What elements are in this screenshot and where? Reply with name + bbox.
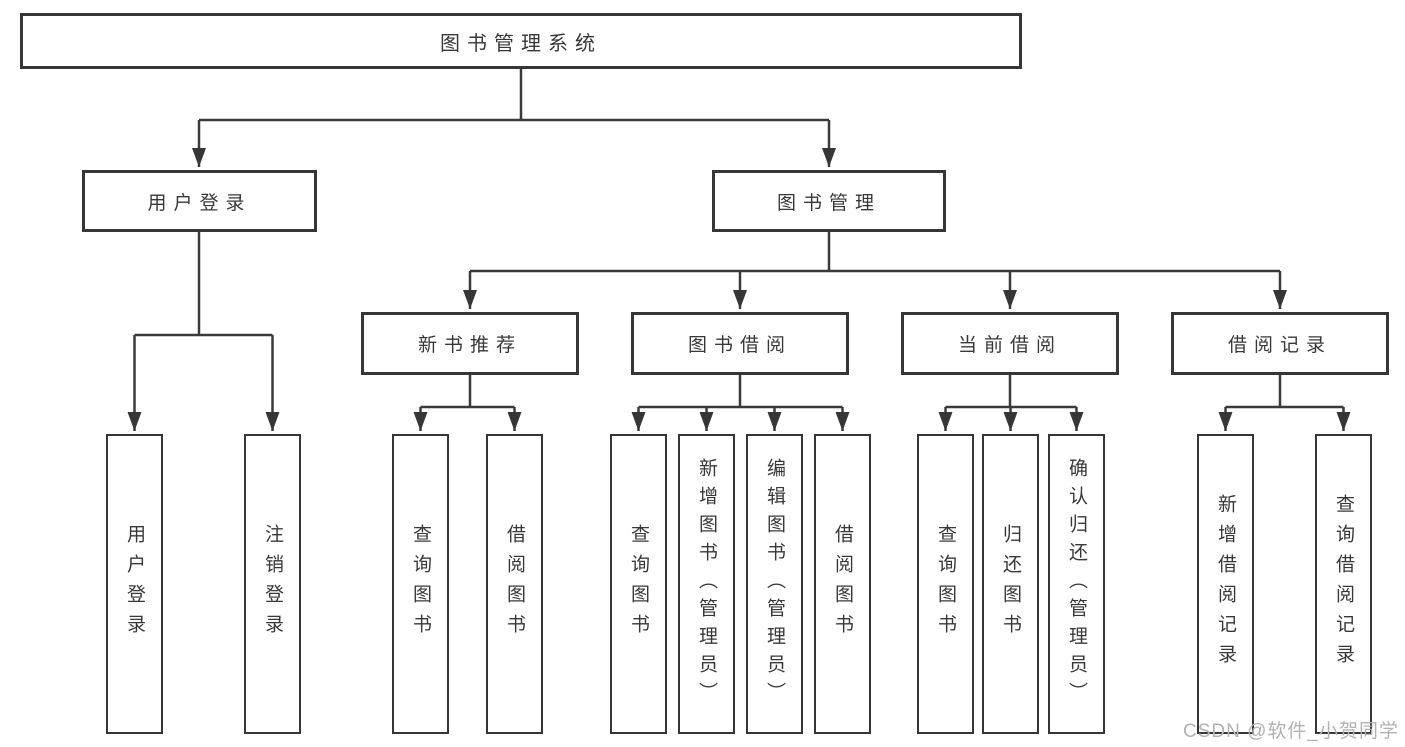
node-current-borrow: 当前借阅 <box>901 312 1119 375</box>
node-borrow-records: 借阅记录 <box>1171 312 1389 375</box>
node-newbooks-query-books: 查询图书 <box>392 434 449 734</box>
node-borrow-add-books-admin: 新增图书（管理员） <box>678 434 735 734</box>
node-current-query-books: 查询图书 <box>917 434 974 734</box>
node-system-root: 图书管理系统 <box>20 13 1022 69</box>
node-label: 查询图书 <box>935 524 956 644</box>
node-book-management: 图书管理 <box>712 170 946 232</box>
node-label: 借阅图书 <box>832 524 853 644</box>
node-newbooks-borrow-books: 借阅图书 <box>486 434 543 734</box>
node-records-add-record: 新增借阅记录 <box>1197 434 1254 734</box>
csdn-watermark: CSDN @软件_小贺同学 <box>1183 721 1399 742</box>
node-label: 借阅图书 <box>504 524 525 644</box>
node-records-query-record: 查询借阅记录 <box>1315 434 1372 734</box>
node-new-book-recommend: 新书推荐 <box>361 312 579 375</box>
node-label: 归还图书 <box>1000 524 1021 644</box>
node-label: 编辑图书（管理员） <box>764 458 785 710</box>
node-label: 注销登录 <box>262 524 283 644</box>
node-label: 新增借阅记录 <box>1215 494 1236 674</box>
node-borrow-query-books: 查询图书 <box>610 434 667 734</box>
node-logout-action: 注销登录 <box>244 434 301 734</box>
node-label: 查询图书 <box>628 524 649 644</box>
node-label: 确认归还（管理员） <box>1066 458 1087 710</box>
node-user-login-action: 用户登录 <box>106 434 163 734</box>
node-book-borrow: 图书借阅 <box>631 312 849 375</box>
node-label: 用户登录 <box>124 524 145 644</box>
node-user-login: 用户登录 <box>82 170 317 232</box>
node-label: 查询借阅记录 <box>1333 494 1354 674</box>
node-current-return-books: 归还图书 <box>982 434 1039 734</box>
node-borrow-borrow-books: 借阅图书 <box>814 434 871 734</box>
node-borrow-edit-books-admin: 编辑图书（管理员） <box>746 434 803 734</box>
node-current-confirm-return-admin: 确认归还（管理员） <box>1048 434 1105 734</box>
node-label: 新增图书（管理员） <box>696 458 717 710</box>
node-label: 查询图书 <box>410 524 431 644</box>
